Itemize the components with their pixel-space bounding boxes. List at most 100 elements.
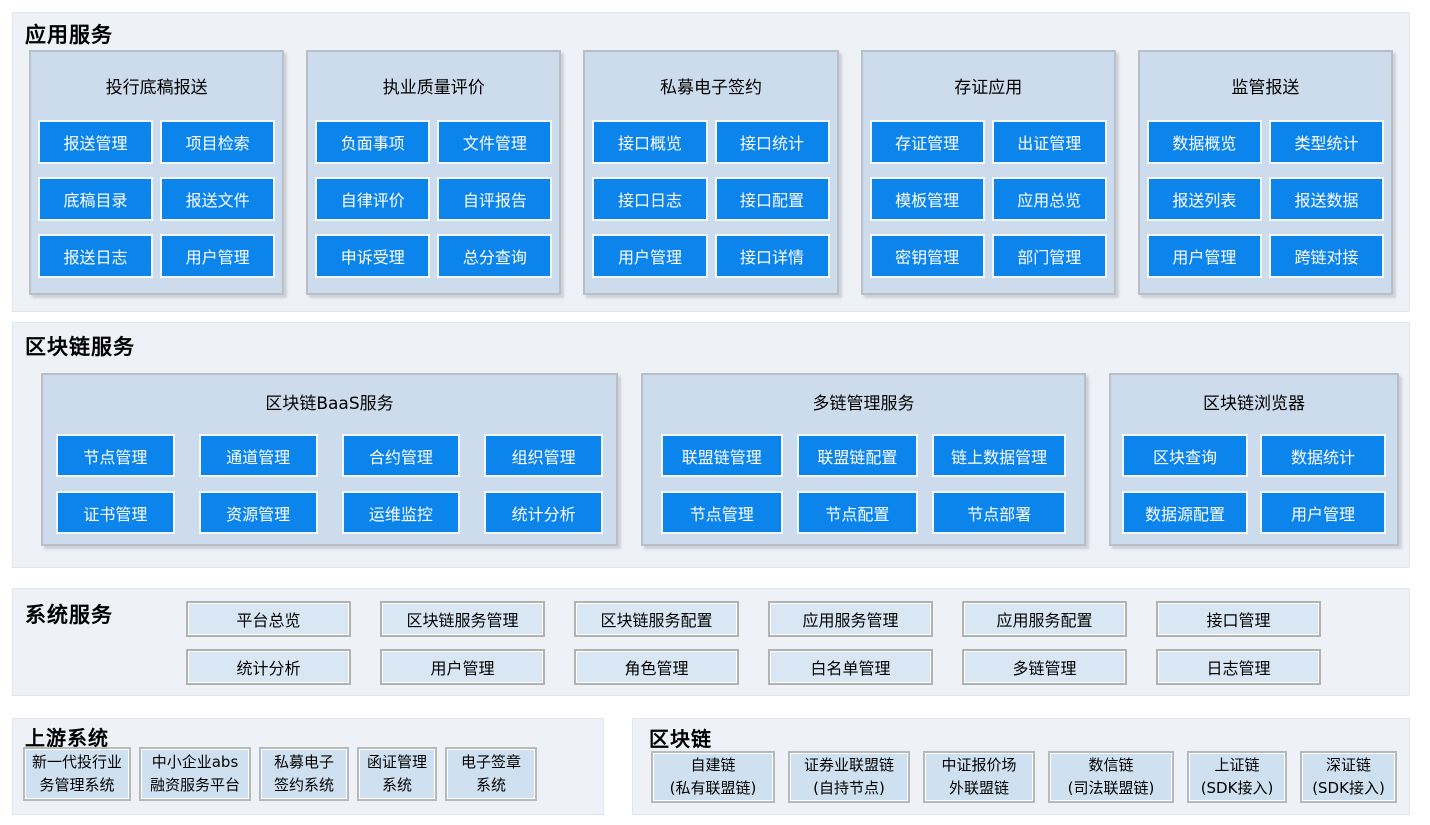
app-tile[interactable]: 用户管理 [592, 234, 708, 278]
app-tile[interactable]: 报送日志 [38, 234, 154, 278]
card-practice-quality-eval: 执业质量评价 负面事项 文件管理 自律评价 自评报告 申诉受理 总分查询 [306, 50, 562, 295]
sys-button[interactable]: 用户管理 [380, 649, 545, 685]
app-tile[interactable]: 类型统计 [1268, 120, 1385, 164]
app-tile[interactable]: 自评报告 [437, 177, 553, 221]
app-tile[interactable]: 接口日志 [592, 177, 708, 221]
app-tile[interactable]: 接口配置 [714, 177, 830, 221]
app-tile[interactable]: 自律评价 [315, 177, 431, 221]
upstream-system-box: 电子签章 系统 [445, 747, 537, 801]
app-tile[interactable]: 申诉受理 [315, 234, 431, 278]
app-tile[interactable]: 报送文件 [160, 177, 276, 221]
app-tile[interactable]: 接口概览 [592, 120, 708, 164]
section-blockchain-services: 区块链服务 区块链BaaS服务 节点管理 通道管理 合约管理 组织管理 证书管理… [12, 322, 1410, 568]
sys-button[interactable]: 统计分析 [186, 649, 351, 685]
box-line: 深证链 [1325, 755, 1371, 774]
bc-tile[interactable]: 节点管理 [56, 434, 175, 477]
card-title: 区块链BaaS服务 [265, 394, 394, 414]
app-tile[interactable]: 应用总览 [991, 177, 1107, 221]
bc-tile[interactable]: 链上数据管理 [932, 434, 1066, 477]
bc-tile[interactable]: 区块查询 [1122, 434, 1248, 477]
app-tile[interactable]: 负面事项 [315, 120, 431, 164]
sys-button[interactable]: 应用服务配置 [962, 601, 1127, 637]
app-tile[interactable]: 模板管理 [869, 177, 985, 221]
app-tile[interactable]: 接口详情 [714, 234, 830, 278]
bc-tile[interactable]: 数据统计 [1260, 434, 1386, 477]
chain-box: 中证报价场 外联盟链 [923, 751, 1035, 803]
section-title-upstream-systems: 上游系统 [25, 726, 109, 750]
box-line: 签约系统 [273, 776, 334, 794]
bc-tile[interactable]: 联盟链配置 [796, 434, 919, 477]
app-tile[interactable]: 文件管理 [437, 120, 553, 164]
app-tile[interactable]: 项目检索 [160, 120, 276, 164]
section-system-services: 系统服务 平台总览 区块链服务管理 区块链服务配置 应用服务管理 应用服务配置 … [12, 588, 1410, 696]
sys-button[interactable]: 应用服务管理 [768, 601, 933, 637]
card-title: 区块链浏览器 [1203, 394, 1305, 414]
app-tile[interactable]: 密钥管理 [869, 234, 985, 278]
bc-tile[interactable]: 数据源配置 [1122, 491, 1248, 534]
chain-box: 上证链 (SDK接入) [1187, 751, 1287, 803]
app-tile[interactable]: 出证管理 [991, 120, 1107, 164]
card-regulatory-report: 监管报送 数据概览 类型统计 报送列表 报送数据 用户管理 跨链对接 [1137, 50, 1394, 295]
app-tile[interactable]: 接口统计 [714, 120, 830, 164]
sys-button[interactable]: 多链管理 [962, 649, 1127, 685]
bc-tile[interactable]: 证书管理 [56, 491, 175, 534]
box-line: 电子签章 [460, 752, 521, 771]
blockchain-cards-row: 区块链BaaS服务 节点管理 通道管理 合约管理 组织管理 证书管理 资源管理 … [41, 373, 1399, 546]
app-tile[interactable]: 用户管理 [160, 234, 276, 278]
sys-button[interactable]: 区块链服务管理 [380, 601, 545, 637]
app-tile[interactable]: 数据概览 [1146, 120, 1262, 164]
box-line: (司法联盟链) [1067, 779, 1155, 797]
section-blockchains: 区块链 自建链 (私有联盟链) 证券业联盟链 (自持节点) 中证报价场 外联盟链… [632, 718, 1410, 815]
app-tile[interactable]: 底稿目录 [38, 177, 154, 221]
bc-tile[interactable]: 联盟链管理 [661, 434, 783, 477]
app-tile[interactable]: 报送管理 [38, 120, 154, 164]
bc-tile[interactable]: 节点管理 [661, 491, 783, 534]
bc-tile[interactable]: 资源管理 [198, 491, 318, 534]
bc-tile[interactable]: 用户管理 [1260, 491, 1386, 534]
sys-button[interactable]: 白名单管理 [768, 649, 933, 685]
sys-button[interactable]: 日志管理 [1156, 649, 1321, 685]
app-tile[interactable]: 用户管理 [1146, 234, 1262, 278]
chain-box: 自建链 (私有联盟链) [651, 751, 775, 803]
card-title: 执业质量评价 [382, 78, 485, 98]
app-tile[interactable]: 存证管理 [869, 120, 985, 164]
box-line: 务管理系统 [39, 776, 115, 794]
bc-tile[interactable]: 组织管理 [484, 434, 603, 477]
app-tile[interactable]: 报送列表 [1146, 177, 1262, 221]
box-line: 中证报价场 [941, 755, 1017, 774]
upstream-system-box: 中小企业abs 融资服务平台 [139, 747, 251, 801]
upstream-system-box: 私募电子 签约系统 [259, 747, 349, 801]
app-tile[interactable]: 报送数据 [1268, 177, 1385, 221]
sys-button[interactable]: 区块链服务配置 [574, 601, 739, 637]
bc-tile[interactable]: 通道管理 [198, 434, 318, 477]
app-tile[interactable]: 部门管理 [991, 234, 1107, 278]
card-evidence-storage: 存证应用 存证管理 出证管理 模板管理 应用总览 密钥管理 部门管理 [860, 50, 1116, 295]
bc-tile[interactable]: 合约管理 [341, 434, 461, 477]
section-upstream-systems: 上游系统 新一代投行业 务管理系统 中小企业abs 融资服务平台 私募电子 签约… [12, 718, 604, 815]
box-line: 自建链 [690, 755, 736, 774]
box-line: 新一代投行业 [31, 752, 122, 771]
box-line: 证券业联盟链 [803, 755, 894, 774]
section-title-system-services: 系统服务 [25, 603, 113, 627]
box-line: 中小企业abs [151, 752, 239, 771]
card-title: 监管报送 [1231, 78, 1300, 98]
card-button-grid: 负面事项 文件管理 自律评价 自评报告 申诉受理 总分查询 [308, 98, 559, 278]
sys-button[interactable]: 平台总览 [186, 601, 351, 637]
upstream-system-box: 新一代投行业 务管理系统 [23, 747, 131, 801]
upstream-box-row: 新一代投行业 务管理系统 中小企业abs 融资服务平台 私募电子 签约系统 函证… [23, 747, 537, 801]
card-invest-draft-report: 投行底稿报送 报送管理 项目检索 底稿目录 报送文件 报送日志 用户管理 [29, 50, 285, 295]
box-line: 融资服务平台 [149, 776, 240, 794]
bc-tile[interactable]: 运维监控 [341, 491, 461, 534]
app-tile[interactable]: 总分查询 [437, 234, 553, 278]
section-title-blockchains: 区块链 [649, 727, 712, 751]
system-button-grid: 平台总览 区块链服务管理 区块链服务配置 应用服务管理 应用服务配置 接口管理 … [186, 601, 1321, 685]
sys-button[interactable]: 角色管理 [574, 649, 739, 685]
box-line: 上证链 [1214, 755, 1260, 774]
box-line: 系统 [381, 776, 412, 794]
sys-button[interactable]: 接口管理 [1156, 601, 1321, 637]
app-tile[interactable]: 跨链对接 [1268, 234, 1385, 278]
chain-box: 数信链 (司法联盟链) [1048, 751, 1174, 803]
bc-tile[interactable]: 节点配置 [796, 491, 919, 534]
bc-tile[interactable]: 统计分析 [484, 491, 603, 534]
bc-tile[interactable]: 节点部署 [932, 491, 1066, 534]
